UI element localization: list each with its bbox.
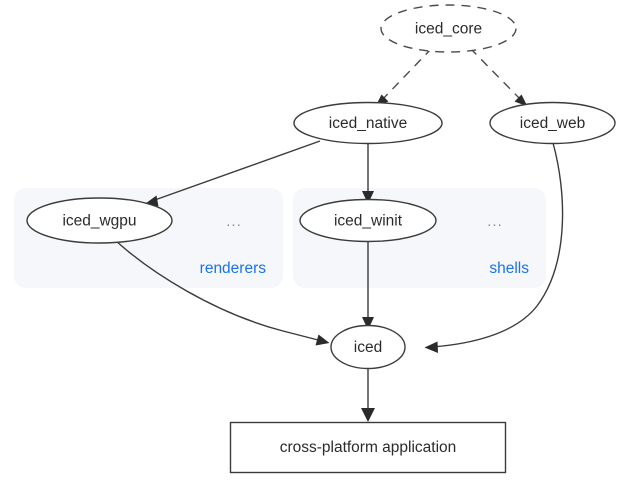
edge-iced-core-to-iced-web — [469, 47, 528, 107]
node-iced-web-label: iced_web — [520, 115, 586, 132]
edge-iced-web-to-iced — [424, 142, 564, 353]
node-application-shape — [229, 421, 507, 474]
node-iced-core-shape — [380, 4, 517, 53]
node-iced-wgpu[interactable]: iced_wgpu — [26, 197, 173, 244]
edge-iced-winit-to-iced — [362, 241, 374, 330]
node-iced-core[interactable]: iced_core — [380, 4, 517, 53]
cluster-shells-ellipsis: ... — [487, 213, 503, 230]
node-iced-core-label: iced_core — [415, 21, 482, 38]
node-application-label: cross-platform application — [280, 439, 457, 456]
node-iced-shape — [330, 324, 406, 370]
node-iced-native-shape — [293, 101, 443, 145]
cluster-shells-label: shells — [489, 260, 529, 277]
node-iced-wgpu-label: iced_wgpu — [62, 213, 136, 230]
node-iced-web-shape — [489, 101, 616, 145]
node-iced-winit-shape — [299, 198, 437, 243]
edge-iced-native-to-iced-winit — [362, 144, 374, 204]
cluster-renderers-label: renderers — [200, 260, 267, 277]
node-iced-web[interactable]: iced_web — [489, 101, 616, 145]
node-iced-wgpu-shape — [26, 197, 173, 244]
node-iced[interactable]: iced — [330, 324, 406, 370]
node-iced-native-label: iced_native — [329, 115, 407, 132]
node-iced-native[interactable]: iced_native — [293, 101, 443, 145]
node-cross-platform-application[interactable]: cross-platform application — [229, 421, 507, 474]
edge-iced-wgpu-to-iced — [114, 239, 330, 346]
cluster-renderers-ellipsis: ... — [226, 213, 242, 230]
node-iced-label: iced — [354, 339, 382, 356]
node-iced-winit-label: iced_winit — [334, 213, 403, 230]
edge-iced-to-application — [361, 369, 375, 422]
node-iced-winit[interactable]: iced_winit — [299, 198, 437, 243]
edge-iced-core-to-iced-native — [375, 47, 433, 107]
